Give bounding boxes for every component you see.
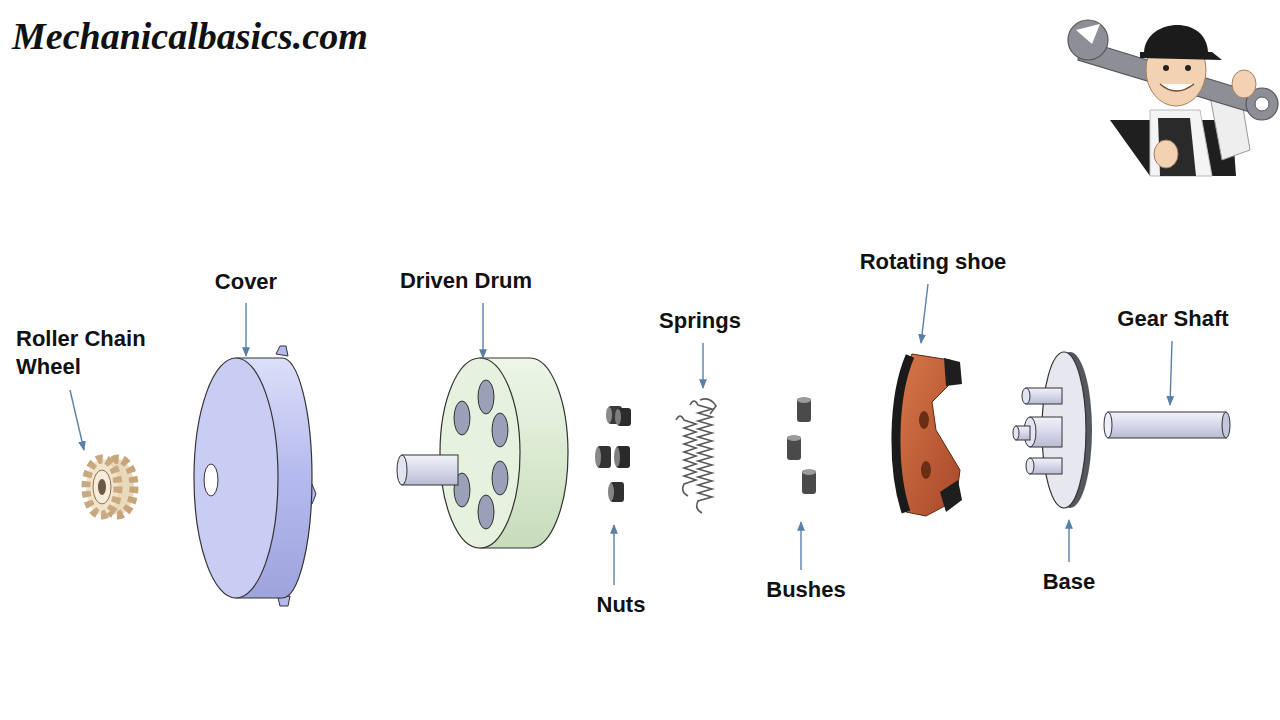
base-part	[1026, 388, 1062, 404]
rotating-shoe-part	[940, 480, 962, 512]
driven-drum-part	[440, 358, 520, 548]
mechanic-mascot-part	[1160, 84, 1194, 91]
rotating-shoe-part	[944, 358, 962, 386]
nuts-part	[608, 483, 614, 501]
rotating-shoe-part	[921, 461, 931, 479]
leader-arrows-part	[482, 303, 483, 358]
part-label: Roller Chain Wheel	[16, 325, 156, 381]
gear-shaft-part	[1222, 412, 1230, 438]
mechanic-mascot-part	[1185, 65, 1191, 71]
part-label: Rotating shoe	[860, 248, 1007, 276]
base-part	[1013, 426, 1019, 440]
cover	[194, 346, 316, 606]
part-label: Gear Shaft	[1117, 305, 1228, 333]
bushes-part	[797, 398, 811, 422]
mechanic-mascot-part	[1140, 52, 1222, 60]
springs	[676, 399, 716, 513]
part-label: Base	[1043, 568, 1096, 596]
mechanic-mascot-part	[1163, 65, 1169, 71]
mechanic-mascot-part	[1068, 20, 1108, 60]
bushes-part	[802, 469, 816, 475]
leader-arrows-part	[800, 522, 801, 570]
springs-part	[676, 416, 696, 496]
driven-drum-part	[478, 495, 494, 529]
driven-drum-part	[402, 455, 458, 485]
part-label: Springs	[659, 307, 741, 335]
leader-arrows-part	[1068, 520, 1069, 562]
leader-arrows	[70, 284, 1172, 585]
sprocket-part	[86, 459, 118, 515]
mechanic-mascot-part	[1232, 70, 1256, 98]
bushes	[787, 397, 816, 494]
nuts-part	[595, 447, 601, 467]
rotating-shoe-part	[919, 411, 929, 429]
leader-arrows-part	[1170, 341, 1172, 405]
leader-arrows-part	[245, 303, 246, 356]
driven-drum-part	[454, 401, 470, 435]
rotating-shoe-part	[896, 356, 910, 512]
mechanic-mascot-part	[1076, 24, 1100, 44]
bushes-part	[787, 435, 801, 441]
driven-drum-part	[492, 413, 508, 447]
bushes-part	[797, 397, 811, 403]
leader-arrows-part	[613, 525, 614, 585]
driven-drum	[397, 358, 568, 548]
rotating-shoe	[893, 354, 962, 516]
part-label: Bushes	[766, 576, 845, 604]
bushes-part	[787, 436, 801, 460]
leader-arrows-part	[70, 390, 84, 450]
sprocket	[86, 459, 134, 515]
sprocket-part	[93, 470, 111, 504]
mechanic-mascot	[1068, 20, 1278, 176]
springs-part	[700, 399, 716, 414]
cover-part	[204, 464, 218, 496]
mechanic-mascot-part	[1144, 25, 1208, 52]
mechanic-mascot-part	[1154, 140, 1178, 168]
part-label: Nuts	[597, 591, 646, 619]
sprocket-part	[98, 479, 106, 495]
leader-arrows-part	[921, 284, 928, 343]
base-part	[1022, 388, 1030, 404]
nuts-part	[614, 447, 620, 467]
base-part	[1026, 458, 1034, 474]
driven-drum-part	[397, 455, 407, 485]
bushes-part	[802, 470, 816, 494]
nuts	[595, 406, 631, 502]
driven-drum-part	[478, 380, 494, 414]
base-part	[1030, 458, 1062, 474]
nuts-part	[606, 407, 612, 423]
gear-shaft-part	[1104, 412, 1112, 438]
gear-shaft-part	[1108, 412, 1226, 438]
driven-drum-part	[492, 461, 508, 495]
gear-shaft	[1104, 412, 1230, 438]
cover-part	[276, 346, 288, 356]
mechanic-mascot-part	[1255, 97, 1269, 111]
site-title: Mechanicalbasics.com	[12, 14, 368, 58]
base	[1013, 352, 1092, 508]
leader-arrows-part	[702, 343, 703, 388]
cover-part	[194, 358, 278, 598]
mechanic-mascot-part	[1150, 110, 1212, 176]
nuts-part	[615, 409, 621, 425]
part-label: Cover	[215, 268, 277, 296]
part-label: Driven Drum	[400, 267, 532, 295]
